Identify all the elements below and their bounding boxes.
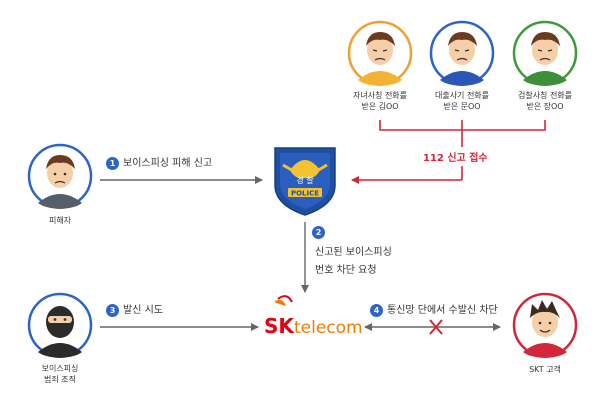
reporter-3-line2: 받은 장OO <box>526 102 564 111</box>
reporter-3-line1: 검찰사칭 전화를 <box>517 91 573 100</box>
step-2-badge: 2 <box>312 226 325 239</box>
step-1-badge: 1 <box>106 156 119 170</box>
step-1-label: 1 보이스피싱 피해 신고 <box>106 154 212 170</box>
victim-caption: 피해자 <box>48 216 72 225</box>
police-badge-icon: 경 찰 POLICE <box>274 147 336 216</box>
step-3-badge: 3 <box>106 303 119 317</box>
step-2-badge-wrap: 2 <box>312 226 329 239</box>
telecom-logo-text: telecom <box>294 318 363 338</box>
police-badge-text: POLICE <box>291 190 319 198</box>
reporter-2-line2: 받은 문OO <box>443 102 481 111</box>
criminal-line2: 범죄 조직 <box>44 375 76 384</box>
receipt-label: 112 신고 접수 <box>423 153 488 164</box>
reporter-avatar-2 <box>429 20 495 86</box>
step-1-text: 보이스피싱 피해 신고 <box>123 158 213 169</box>
reporter-avatar-3 <box>512 20 578 86</box>
customer-avatar <box>512 292 578 358</box>
criminal-avatar <box>27 292 93 358</box>
step-3-label: 3 발신 시도 <box>106 301 163 317</box>
customer-caption: SKT 고객 <box>529 365 561 374</box>
reporter-1-line1: 자녀사칭 전화를 <box>352 91 408 100</box>
criminal-caption: 보이스피싱 범죄 조직 <box>25 363 95 385</box>
sk-logo-text: SK <box>264 314 295 338</box>
reporter-2-line1: 대출사기 전화를 <box>434 91 490 100</box>
police-badge-top: 경 찰 <box>296 175 314 185</box>
step-4-label: 4 통신망 단에서 수발신 차단 <box>370 301 498 317</box>
blocked-x-icon <box>429 319 443 335</box>
step-2-label: 신고된 보이스피싱 번호 차단 요청 <box>315 244 392 280</box>
reporter-1-line2: 받은 김OO <box>361 102 399 111</box>
step-2-line2: 번호 차단 요청 <box>315 265 377 276</box>
reporter-avatar-1 <box>347 20 413 86</box>
receipt-connector <box>351 120 546 184</box>
step-4-badge: 4 <box>370 303 383 317</box>
step-4-text: 통신망 단에서 수발신 차단 <box>387 305 498 316</box>
reporter-caption-2: 대출사기 전화를 받은 문OO <box>427 90 497 112</box>
step-3-text: 발신 시도 <box>123 305 163 316</box>
reporter-caption-1: 자녀사칭 전화를 받은 김OO <box>345 90 415 112</box>
sk-telecom-logo: SK telecom <box>264 295 363 338</box>
criminal-line1: 보이스피싱 <box>41 364 79 373</box>
step-2-line1: 신고된 보이스피싱 <box>315 247 392 258</box>
reporter-caption-3: 검찰사칭 전화를 받은 장OO <box>510 90 580 112</box>
victim-avatar <box>27 143 93 209</box>
